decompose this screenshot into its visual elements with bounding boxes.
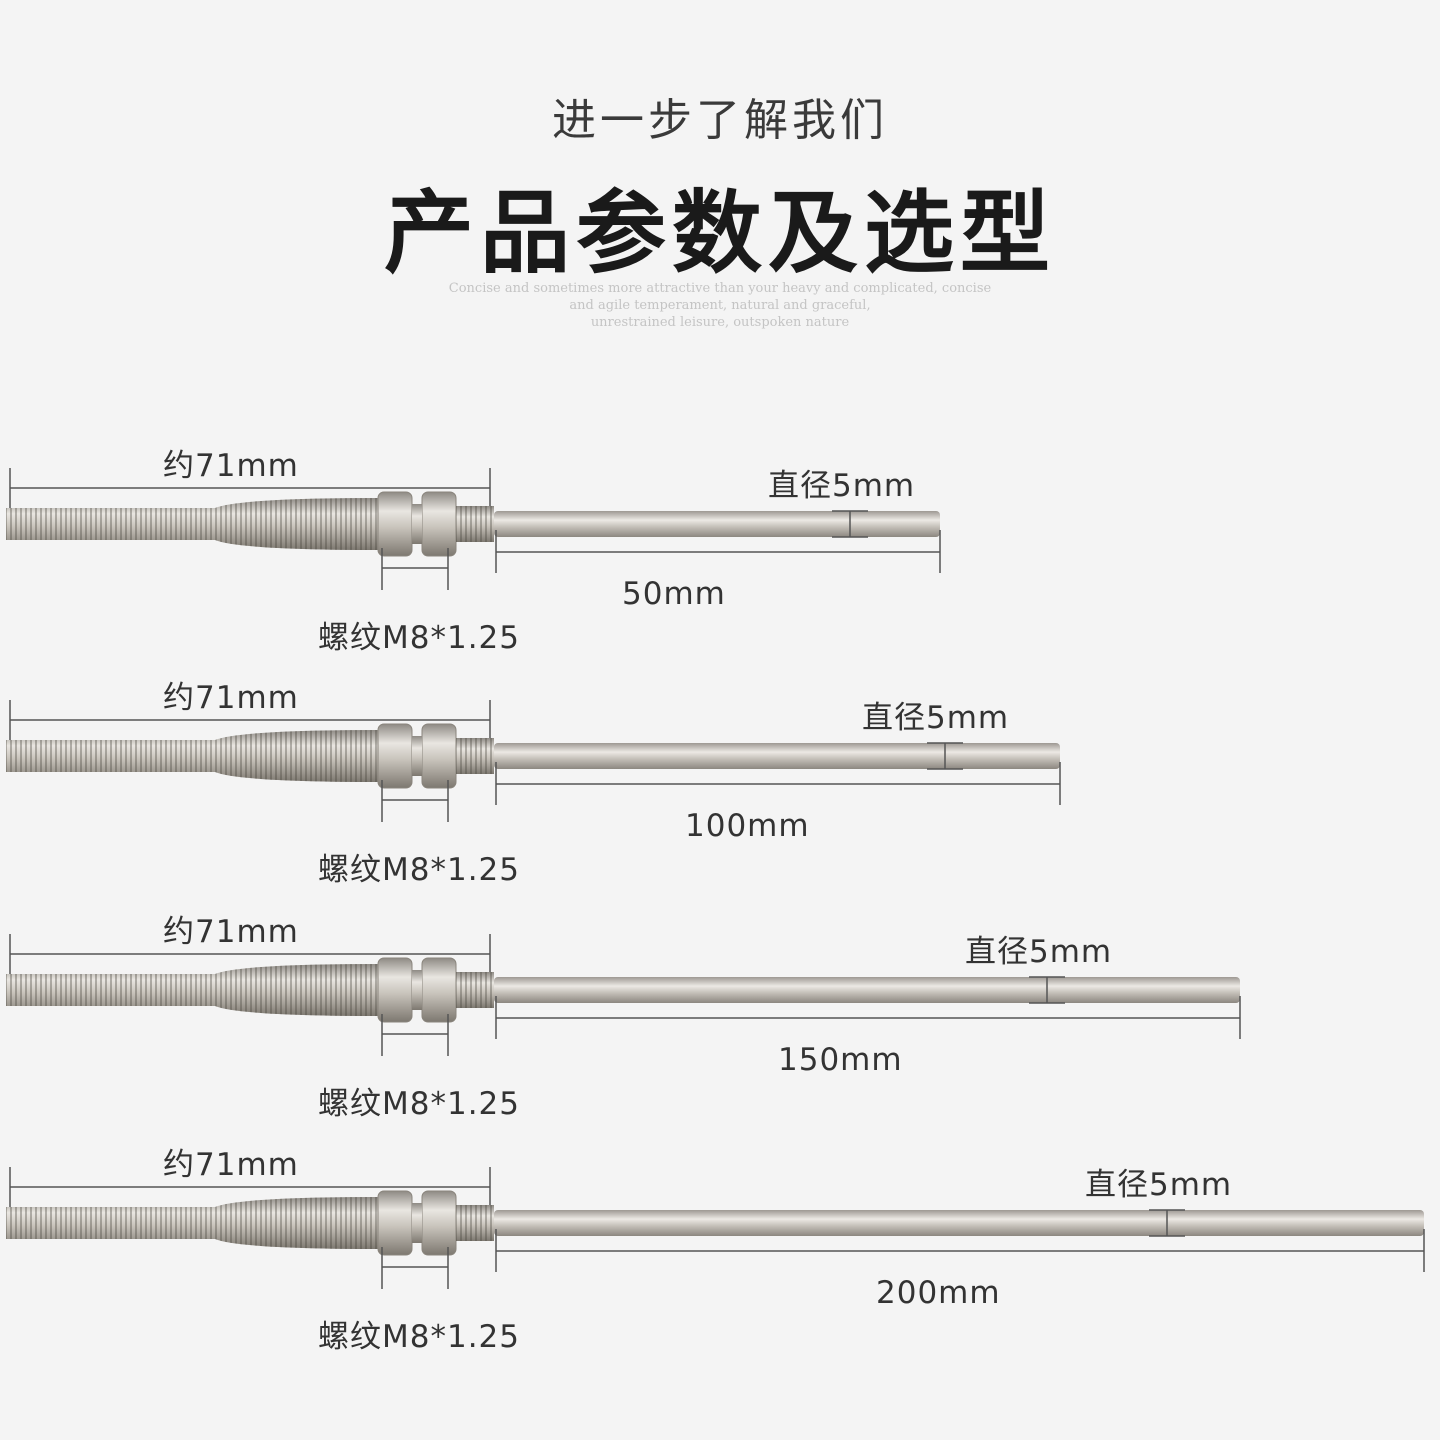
- probe-rod: [494, 977, 1240, 1003]
- hex-nut: [377, 723, 413, 789]
- thread-spec-label: 螺纹M8*1.25: [318, 1319, 520, 1355]
- total-length-label: 约71mm: [163, 1147, 299, 1183]
- probe-rod: [494, 511, 940, 537]
- tagline-line: and agile temperament, natural and grace…: [569, 298, 871, 313]
- rod-length-label: 50mm: [622, 576, 726, 612]
- probe-rod: [494, 743, 1060, 769]
- thread-texture: [6, 730, 380, 782]
- thread-stub-texture: [456, 972, 494, 1008]
- thread-texture: [6, 1197, 380, 1249]
- header: 进一步了解我们 产品参数及选型 Concise and sometimes mo…: [0, 0, 1440, 340]
- page-title: 产品参数及选型: [384, 181, 1056, 286]
- thread-spec-label: 螺纹M8*1.25: [318, 1086, 520, 1122]
- thread-stub-texture: [456, 506, 494, 542]
- rod-length-label: 100mm: [685, 808, 810, 844]
- total-length-label: 约71mm: [163, 914, 299, 950]
- probe-drawing: [6, 700, 1061, 822]
- nut-gap-thread: [412, 1203, 422, 1243]
- diameter-label: 直径5mm: [965, 934, 1113, 970]
- page-subtitle: 进一步了解我们: [552, 95, 888, 146]
- thread-texture: [6, 964, 380, 1016]
- thread-stub-texture: [456, 738, 494, 774]
- probe-rod: [494, 1210, 1424, 1236]
- tagline-line: unrestrained leisure, outspoken nature: [590, 315, 850, 330]
- probe-spec-row: 约71mm 螺纹M8*1.25 100mm 直径5mm: [0, 672, 1440, 902]
- hex-nut: [421, 491, 457, 557]
- thread-spec-label: 螺纹M8*1.25: [318, 852, 520, 888]
- probe-drawing: [6, 1167, 1425, 1289]
- probe-spec-row: 约71mm 螺纹M8*1.25 50mm 直径5mm: [0, 440, 1440, 670]
- hex-nut: [377, 1190, 413, 1256]
- hex-nut: [421, 723, 457, 789]
- diameter-label: 直径5mm: [768, 468, 916, 504]
- nut-gap-thread: [412, 970, 422, 1010]
- probe-drawing: [6, 934, 1241, 1056]
- hex-nut: [377, 957, 413, 1023]
- rod-length-label: 150mm: [778, 1042, 903, 1078]
- hex-nut: [421, 957, 457, 1023]
- hex-nut: [421, 1190, 457, 1256]
- thread-stub-texture: [456, 1205, 494, 1241]
- diameter-label: 直径5mm: [1085, 1167, 1233, 1203]
- probe-drawing: [6, 468, 941, 590]
- nut-gap-thread: [412, 736, 422, 776]
- total-length-label: 约71mm: [163, 448, 299, 484]
- hex-nut: [377, 491, 413, 557]
- diameter-label: 直径5mm: [862, 700, 1010, 736]
- thread-spec-label: 螺纹M8*1.25: [318, 620, 520, 656]
- total-length-label: 约71mm: [163, 680, 299, 716]
- probe-spec-row: 约71mm 螺纹M8*1.25 200mm 直径5mm: [0, 1139, 1440, 1369]
- nut-gap-thread: [412, 504, 422, 544]
- rod-length-label: 200mm: [876, 1275, 1001, 1311]
- thread-texture: [6, 498, 380, 550]
- tagline: Concise and sometimes more attractive th…: [0, 280, 1440, 331]
- tagline-line: Concise and sometimes more attractive th…: [448, 281, 992, 296]
- probe-spec-row: 约71mm 螺纹M8*1.25 150mm 直径5mm: [0, 906, 1440, 1136]
